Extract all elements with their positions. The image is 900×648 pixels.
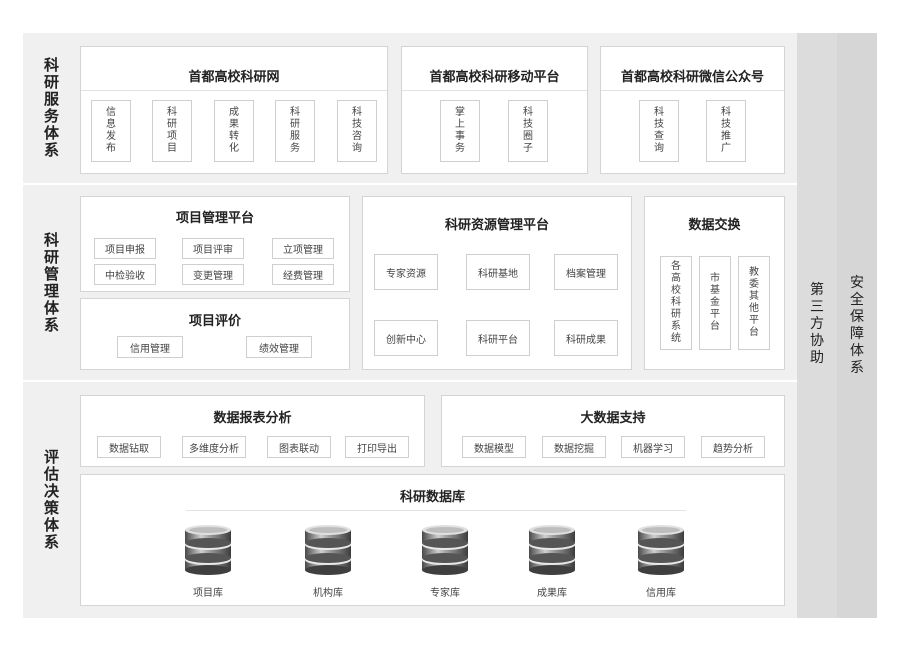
wechat-title: 首都高校科研微信公众号 xyxy=(620,70,764,85)
wechat-item-tech-query: 科技查询 xyxy=(639,100,679,162)
evaluation-title: 项目评价 xyxy=(188,314,241,329)
exchange-title: 数据交换 xyxy=(688,218,741,233)
resource-item-achievements: 科研成果 xyxy=(554,320,618,356)
database-icon-project xyxy=(184,518,232,576)
project-title: 项目管理平台 xyxy=(175,211,254,226)
web-item-tech-consulting: 科技咨询 xyxy=(337,100,377,162)
exchange-item-municipal-fund: 市基金平台 xyxy=(699,256,731,350)
database-label-expert: 专家库 xyxy=(430,588,460,599)
resource-title: 科研资源管理平台 xyxy=(444,218,549,233)
wechat-card: 首都高校科研微信公众号 xyxy=(600,46,785,174)
project-item-change: 变更管理 xyxy=(182,264,244,285)
web-item-info-release: 信息发布 xyxy=(91,100,131,162)
database-title: 科研数据库 xyxy=(399,490,465,505)
report-item-multidimensional: 多维度分析 xyxy=(182,436,246,458)
wechat-item-tech-promotion: 科技推广 xyxy=(706,100,746,162)
layer-label-management: 科研管理体系 xyxy=(43,230,59,334)
project-item-funding: 经费管理 xyxy=(272,264,334,285)
bigdata-item-trend: 趋势分析 xyxy=(701,436,765,458)
database-label-project: 项目库 xyxy=(193,588,223,599)
exchange-item-university-systems: 各高校科研系统 xyxy=(660,256,692,350)
web-item-research-service: 科研服务 xyxy=(275,100,315,162)
evaluation-card: 项目评价 xyxy=(80,298,350,370)
third-party-rail xyxy=(797,33,837,618)
project-item-midterm-acceptance: 中检验收 xyxy=(94,264,156,285)
resource-item-experts: 专家资源 xyxy=(374,254,438,290)
mobile-title: 首都高校科研移动平台 xyxy=(429,70,560,85)
database-icon-credit xyxy=(637,518,685,576)
database-icon-institution xyxy=(304,518,352,576)
layer-label-decision: 评估决策体系 xyxy=(43,448,59,551)
exchange-item-education-platforms: 教委其他平台 xyxy=(738,256,770,350)
evaluation-item-performance: 绩效管理 xyxy=(246,336,312,358)
mobile-item-tech-circle: 科技圈子 xyxy=(508,100,548,162)
evaluation-item-credit: 信用管理 xyxy=(117,336,183,358)
database-icon-expert xyxy=(421,518,469,576)
mobile-item-pocket-affairs: 掌上事务 xyxy=(440,100,480,162)
web-item-tech-transfer: 成果转化 xyxy=(214,100,254,162)
database-icon-achievement xyxy=(528,518,576,576)
database-label-credit: 信用库 xyxy=(646,588,676,599)
report-title: 数据报表分析 xyxy=(213,411,292,426)
web-item-research-project: 科研项目 xyxy=(152,100,192,162)
resource-item-innovation-center: 创新中心 xyxy=(374,320,438,356)
security-rail xyxy=(837,33,877,618)
bigdata-item-machine-learning: 机器学习 xyxy=(621,436,685,458)
security-label: 安全保障体系 xyxy=(850,275,864,376)
bigdata-item-mining: 数据挖掘 xyxy=(542,436,606,458)
project-item-application: 项目申报 xyxy=(94,238,156,259)
layer-label-service: 科研服务体系 xyxy=(43,56,59,159)
report-item-chart-linkage: 图表联动 xyxy=(267,436,331,458)
database-label-institution: 机构库 xyxy=(313,588,343,599)
resource-item-platform: 科研平台 xyxy=(466,320,530,356)
database-label-achievement: 成果库 xyxy=(537,588,567,599)
report-item-drilldown: 数据钻取 xyxy=(97,436,161,458)
bigdata-item-model: 数据模型 xyxy=(462,436,526,458)
resource-item-bases: 科研基地 xyxy=(466,254,530,290)
resource-item-archives: 档案管理 xyxy=(554,254,618,290)
web-title: 首都高校科研网 xyxy=(188,70,280,85)
report-item-print-export: 打印导出 xyxy=(345,436,409,458)
mobile-card: 首都高校科研移动平台 xyxy=(401,46,588,174)
third-party-label: 第三方协助 xyxy=(810,282,824,366)
project-item-approval: 立项管理 xyxy=(272,238,334,259)
bigdata-title: 大数据支持 xyxy=(580,411,646,426)
project-item-review: 项目评审 xyxy=(182,238,244,259)
